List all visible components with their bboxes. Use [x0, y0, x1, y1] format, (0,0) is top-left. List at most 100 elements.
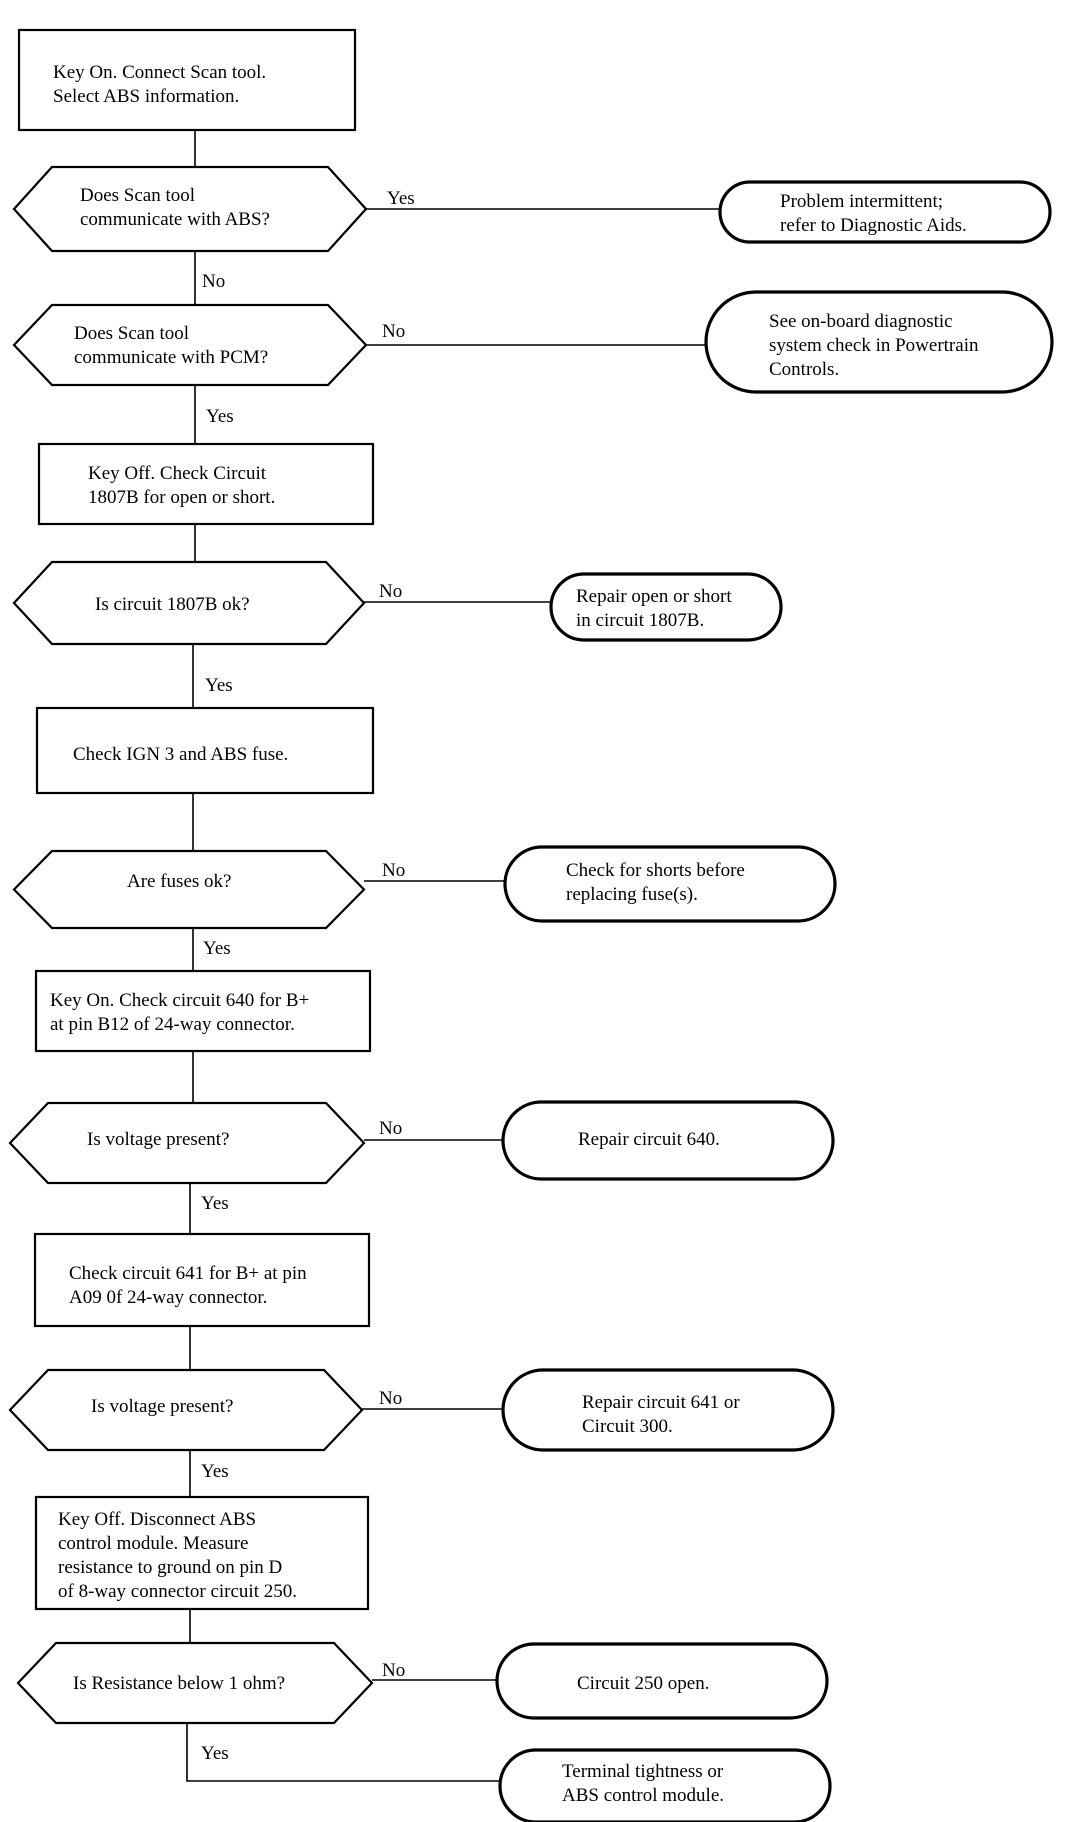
step-text-line: Terminal tightness or — [562, 1761, 724, 1782]
decision-diamond-d2: Does Scan tool communicate with PCM? — [12, 303, 368, 387]
step-text-line: at pin B12 of 24-way connector. — [50, 1014, 295, 1035]
connector-label-yes: Yes — [201, 1461, 229, 1482]
decision-diamond-d3: Is circuit 1807B ok? — [12, 560, 366, 646]
step-text-line: Check IGN 3 and ABS fuse. — [73, 744, 288, 765]
decision-diamond-d4: Are fuses ok? — [12, 849, 366, 930]
decision-diamond-outline — [16, 1641, 374, 1725]
step-text-line: Check for shorts before — [566, 860, 745, 881]
connector-d7-t7: No — [372, 1660, 497, 1681]
connector-d4-s4: Yes — [192, 928, 231, 971]
process-box-outline — [34, 1495, 370, 1611]
terminal-oval-outline — [501, 1100, 835, 1181]
connector-d1-d2: No — [194, 251, 225, 305]
process-box-outline — [33, 1232, 371, 1328]
terminal-oval-t2: See on-board diagnostic system check in P… — [704, 290, 1054, 394]
step-text-line: Repair circuit 640. — [578, 1129, 720, 1150]
step-text-line: Circuit 250 open. — [577, 1673, 709, 1694]
step-text-line: refer to Diagnostic Aids. — [780, 215, 967, 236]
step-text-line: communicate with ABS? — [80, 209, 270, 230]
connector-d3-s3: Yes — [192, 644, 233, 708]
step-text-line: Controls. — [769, 359, 839, 380]
step-text-line: Select ABS information. — [53, 86, 239, 107]
step-text-line: See on-board diagnostic — [769, 311, 953, 332]
step-text-line: ABS control module. — [562, 1785, 724, 1806]
connector-d6-s6: Yes — [189, 1450, 229, 1497]
step-text-line: Circuit 300. — [582, 1416, 673, 1437]
connector-d2-t2: No — [366, 321, 706, 346]
step-text-line: Does Scan tool — [74, 323, 189, 344]
process-box-outline — [17, 28, 357, 132]
flowchart-steps: Key On. Connect Scan tool. Select ABS inf… — [8, 28, 1054, 1822]
connector-label-yes: Yes — [203, 938, 231, 959]
terminal-oval-t6: Repair circuit 641 or Circuit 300. — [501, 1368, 835, 1452]
decision-diamond-outline — [12, 303, 368, 387]
decision-diamond-d1: Does Scan tool communicate with ABS? — [12, 165, 368, 253]
connector-d4-t4: No — [364, 860, 505, 882]
step-text-line: in circuit 1807B. — [576, 610, 704, 631]
process-box-s1: Key On. Connect Scan tool. Select ABS inf… — [17, 28, 357, 132]
step-text-line: Repair open or short — [576, 586, 732, 607]
terminal-oval-t7: Circuit 250 open. — [495, 1642, 829, 1720]
connector-label-no: No — [382, 860, 405, 881]
terminal-oval-t8: Terminal tightness or ABS control module. — [498, 1748, 832, 1822]
terminal-oval-t4: Check for shorts before replacing fuse(s)… — [503, 845, 837, 923]
connector-label-no: No — [379, 581, 402, 602]
process-box-s3: Check IGN 3 and ABS fuse. — [35, 706, 375, 795]
connector-label-yes: Yes — [205, 675, 233, 696]
terminal-oval-t3: Repair open or short in circuit 1807B. — [549, 572, 783, 642]
process-box-s2: Key Off. Check Circuit 1807B for open or … — [37, 442, 375, 526]
step-text-line: Is Resistance below 1 ohm? — [73, 1673, 285, 1694]
decision-diamond-d6: Is voltage present? — [8, 1368, 364, 1452]
connector-d6-t6: No — [362, 1388, 503, 1410]
terminal-oval-outline — [498, 1748, 832, 1822]
connector-label-no: No — [379, 1118, 402, 1139]
step-text-line: Key Off. Disconnect ABS — [58, 1509, 256, 1530]
connector-label-yes: Yes — [201, 1193, 229, 1214]
step-text-line: Key On. Connect Scan tool. — [53, 62, 266, 83]
step-text-line: Is voltage present? — [87, 1129, 229, 1150]
decision-diamond-outline — [8, 1368, 364, 1452]
decision-diamond-d5: Is voltage present? — [8, 1101, 366, 1185]
connector-label-no: No — [382, 1660, 405, 1681]
connector-label-yes: Yes — [201, 1743, 229, 1764]
step-text-line: of 8-way connector circuit 250. — [58, 1581, 297, 1602]
process-box-outline — [35, 706, 375, 795]
terminal-oval-t1: Problem intermittent; refer to Diagnostic… — [718, 180, 1052, 244]
connector-d7-t8: Yes — [186, 1723, 500, 1782]
step-text-line: Key On. Check circuit 640 for B+ — [50, 990, 309, 1011]
terminal-oval-outline — [704, 290, 1054, 394]
step-text-line: 1807B for open or short. — [88, 487, 275, 508]
step-text-line: Problem intermittent; — [780, 191, 943, 212]
connector-d3-t3: No — [364, 581, 551, 603]
step-text-line: replacing fuse(s). — [566, 884, 698, 905]
decision-diamond-outline — [12, 849, 366, 930]
connector-d2-s2: Yes — [194, 385, 234, 444]
step-text-line: Are fuses ok? — [127, 871, 231, 892]
process-box-outline — [34, 969, 372, 1053]
connector-label-no: No — [382, 321, 405, 342]
terminal-oval-outline — [549, 572, 783, 642]
connector-d5-s5: Yes — [189, 1183, 229, 1234]
step-text-line: Key Off. Check Circuit — [88, 463, 267, 484]
step-text-line: system check in Powertrain — [769, 335, 979, 356]
terminal-oval-outline — [718, 180, 1052, 244]
terminal-oval-t5: Repair circuit 640. — [501, 1100, 835, 1181]
step-text-line: communicate with PCM? — [74, 347, 268, 368]
step-text-line: resistance to ground on pin D — [58, 1557, 282, 1578]
decision-diamond-outline — [12, 165, 368, 253]
terminal-oval-outline — [503, 845, 837, 923]
decision-diamond-d7: Is Resistance below 1 ohm? — [16, 1641, 374, 1725]
step-text-line: Does Scan tool — [80, 185, 195, 206]
terminal-oval-outline — [501, 1368, 835, 1452]
step-text-line: A09 0f 24-way connector. — [69, 1287, 267, 1308]
connector-d5-t5: No — [364, 1118, 503, 1141]
connector-label-no: No — [202, 271, 225, 292]
connector-label-yes: Yes — [387, 188, 415, 209]
terminal-oval-outline — [495, 1642, 829, 1720]
connector-line — [186, 1723, 500, 1782]
step-text-line: Repair circuit 641 or — [582, 1392, 740, 1413]
step-text-line: Is voltage present? — [91, 1396, 233, 1417]
